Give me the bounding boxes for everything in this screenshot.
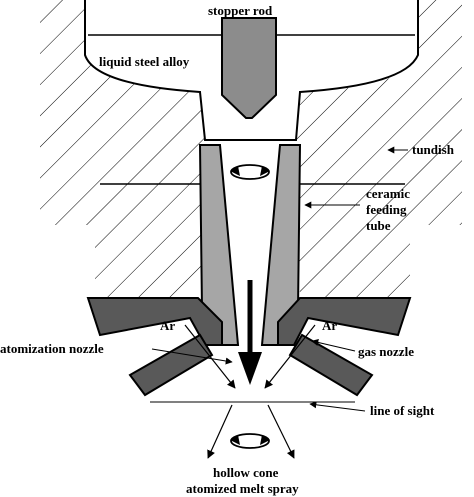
label-spray-2: atomized melt spray xyxy=(186,481,299,496)
ar-jet-right xyxy=(264,324,316,389)
label-spray-1: hollow cone xyxy=(213,465,279,480)
label-ar-left: Ar xyxy=(160,318,175,333)
atomization-nozzle xyxy=(86,297,412,346)
stopper-rod xyxy=(221,17,277,119)
argon-jets xyxy=(184,324,316,389)
ar-jet-left xyxy=(184,324,236,389)
leader-lines xyxy=(151,146,408,412)
gas-nozzle-left xyxy=(128,333,214,397)
tundish-wall-right xyxy=(296,0,462,298)
leader-atomization xyxy=(151,348,233,365)
label-liquid-steel: liquid steel alloy xyxy=(99,54,190,69)
tundish-wall xyxy=(40,0,462,298)
label-tundish: tundish xyxy=(412,142,455,157)
spray-line-left xyxy=(207,404,233,459)
gas-nozzles xyxy=(128,333,374,397)
label-stopper-rod: stopper rod xyxy=(208,3,273,18)
label-ar-right: Ar xyxy=(322,318,337,333)
label-ceramic-2: feeding xyxy=(366,202,407,217)
ceramic-feeding-tube xyxy=(198,144,302,346)
label-ceramic-1: ceramic xyxy=(366,186,410,201)
spray-cone xyxy=(207,404,295,459)
leader-gas-nozzle xyxy=(311,339,356,352)
spray-line-right xyxy=(267,404,295,459)
leader-line-of-sight xyxy=(309,401,366,412)
tundish-wall-left xyxy=(40,0,205,298)
rotation-arrow-icon xyxy=(230,433,270,449)
label-line-of-sight: line of sight xyxy=(370,403,435,418)
label-gas-nozzle: gas nozzle xyxy=(358,344,414,359)
label-ceramic-3: tube xyxy=(366,218,391,233)
gas-nozzle-right xyxy=(288,333,374,397)
nozzle-plate-left xyxy=(86,297,223,346)
label-atomization-nozzle: atomization nozzle xyxy=(0,341,104,356)
nozzle-plate-right xyxy=(277,297,412,346)
tube-wall-left xyxy=(198,144,240,346)
rotation-arrow-icon xyxy=(230,164,270,180)
melt-flow-arrow xyxy=(238,280,262,385)
